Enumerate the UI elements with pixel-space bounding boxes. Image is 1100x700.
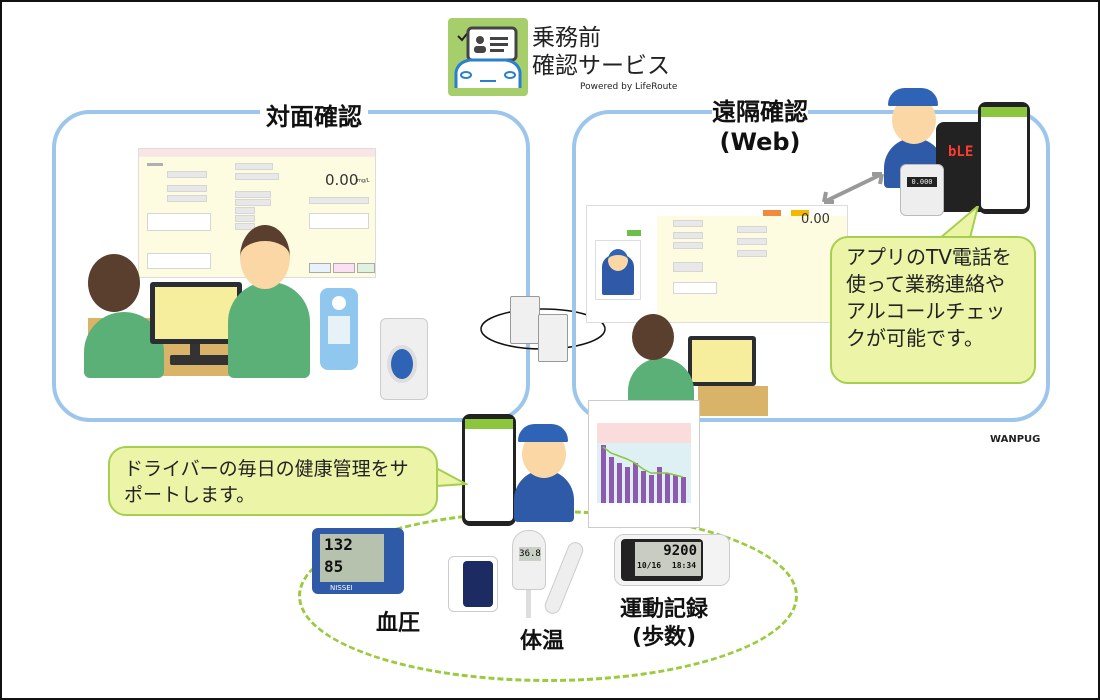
desk xyxy=(698,386,768,416)
blood-pressure-label: 血圧 xyxy=(376,611,421,636)
video-toggle-button[interactable] xyxy=(627,230,641,236)
field-label xyxy=(147,163,163,166)
monitor-stand xyxy=(190,344,200,356)
supervisor-head xyxy=(240,225,290,289)
keyboard-icon xyxy=(170,355,230,365)
thermometer-icon: 36.8 xyxy=(512,530,546,590)
clear-button[interactable] xyxy=(309,263,331,273)
form-field[interactable] xyxy=(673,242,703,249)
powered-by-text: Powered by LifeRoute xyxy=(580,82,678,92)
form-field[interactable] xyxy=(167,185,207,192)
form-field[interactable] xyxy=(235,199,271,206)
remote-web-app-window: 0.00 xyxy=(586,205,848,323)
breathalyzer-display: bLE xyxy=(948,144,974,160)
form-field[interactable] xyxy=(235,163,273,170)
remote-title-line2: (Web) xyxy=(719,128,801,156)
logo-icon xyxy=(448,18,528,96)
supervisor-body xyxy=(228,282,310,378)
form-field[interactable] xyxy=(309,197,369,204)
activity-label-line2: (歩数) xyxy=(631,625,697,650)
monitor-icon xyxy=(688,336,756,386)
logo-title-line2: 確認サービス xyxy=(532,53,670,79)
form-field[interactable] xyxy=(673,232,703,239)
wrist-blood-pressure-monitor-icon: 132 85 NISSEI xyxy=(312,528,404,594)
form-field[interactable] xyxy=(673,262,703,272)
window-titlebar xyxy=(139,149,375,157)
health-app-phone-icon xyxy=(462,414,516,526)
monitor-icon xyxy=(150,282,242,344)
driver-cap xyxy=(888,88,938,106)
delete-button[interactable] xyxy=(333,263,355,273)
device-brand: NISSEI xyxy=(330,584,353,592)
remote-title-line1: 遠隔確認 xyxy=(712,98,808,126)
health-chart-window xyxy=(588,400,700,528)
remote-title: 遠隔確認 (Web) xyxy=(712,97,808,157)
form-textarea[interactable] xyxy=(147,253,211,269)
form-field[interactable] xyxy=(737,238,767,245)
form-field[interactable] xyxy=(235,207,255,214)
credit-text: WANPUG xyxy=(990,434,1041,445)
logo-title: 乗務前 確認サービス xyxy=(532,24,670,80)
tv-call-callout: アプリのTV電話を使って業務連絡やアルコールチェックが可能です。 xyxy=(830,236,1036,384)
health-callout: ドライバーの毎日の健康管理をサポートします。 xyxy=(108,446,438,516)
form-field[interactable] xyxy=(167,171,207,178)
activity-label-line1: 運動記録 xyxy=(620,597,709,622)
steps-reading: 9200 xyxy=(663,543,697,559)
pedometer-time: 18:34 xyxy=(671,561,697,570)
register-button[interactable] xyxy=(357,263,375,273)
form-field[interactable] xyxy=(235,173,279,180)
temperature-label: 体温 xyxy=(520,629,565,654)
driver-cap xyxy=(518,424,568,442)
temperature-reading: 36.8 xyxy=(519,547,541,561)
pedometer-icon: 9200 10/16 18:34 xyxy=(614,534,730,586)
alcohol-unit: mg/L xyxy=(357,178,370,184)
form-field[interactable] xyxy=(235,191,271,198)
callout-tail xyxy=(435,466,468,488)
diastolic-reading: 85 xyxy=(324,557,344,576)
weight-bar-chart xyxy=(601,445,686,503)
form-textarea[interactable] xyxy=(147,213,211,231)
form-field[interactable] xyxy=(737,250,767,257)
breathalyzer-white-display: 0.000 xyxy=(907,177,937,187)
form-field[interactable] xyxy=(737,226,767,233)
smartphone-app-icon xyxy=(978,102,1030,214)
server-icon xyxy=(480,296,606,366)
alcohol-value: 0.00 xyxy=(325,171,359,189)
thermometer-probe xyxy=(526,590,531,618)
form-field[interactable] xyxy=(235,215,255,222)
blood-pressure-station-icon xyxy=(380,318,428,400)
driver-body xyxy=(514,470,574,522)
tab-badge[interactable] xyxy=(763,210,781,216)
activity-label: 運動記録 (歩数) xyxy=(620,596,708,652)
double-arrow-icon xyxy=(822,172,884,204)
tab-badge[interactable] xyxy=(791,210,809,216)
form-field[interactable] xyxy=(167,195,207,202)
remote-staff-head xyxy=(632,314,674,360)
logo-title-line1: 乗務前 xyxy=(532,25,601,51)
breathalyzer-device-icon xyxy=(320,288,358,370)
pedometer-date: 10/16 xyxy=(637,561,662,570)
systolic-reading: 132 xyxy=(324,535,353,554)
form-textarea[interactable] xyxy=(673,282,717,294)
arm-blood-pressure-monitor-icon xyxy=(448,556,498,612)
face-to-face-title: 対面確認 xyxy=(260,97,368,132)
comment-textarea[interactable] xyxy=(309,213,369,229)
callout-tail xyxy=(940,206,980,239)
breathalyzer-white-icon: 0.000 xyxy=(900,164,944,216)
remote-panel xyxy=(572,110,1050,422)
video-call-panel xyxy=(595,240,641,300)
alcohol-value: 0.00 xyxy=(801,212,830,227)
form-field[interactable] xyxy=(673,220,703,227)
staff-person-head xyxy=(88,254,140,312)
